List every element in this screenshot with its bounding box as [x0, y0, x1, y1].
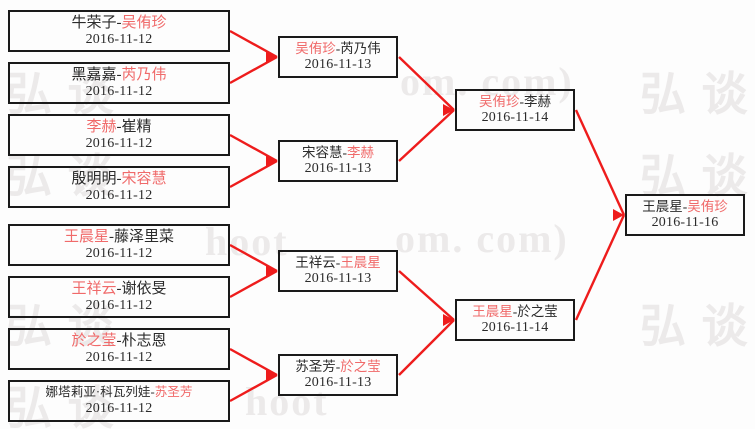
match-players: 殷明明-宋容慧: [71, 171, 166, 187]
player-right: 朴志恩: [121, 332, 167, 349]
match-players: 吴侑珍-李赫: [479, 93, 551, 110]
player-separator: -: [116, 118, 122, 135]
player-right-winner: 宋容慧: [121, 170, 167, 187]
player-right-winner: 王晨星: [340, 254, 381, 270]
player-right: 崔精: [121, 118, 152, 135]
player-left-winner: 吴侑珍: [295, 40, 336, 56]
player-right-winner: 苏圣芳: [154, 385, 193, 400]
match-players: 王晨星-於之莹: [472, 303, 558, 320]
player-right-winner: 李赫: [347, 144, 374, 160]
match-players: 娜塔莉亚·科瓦列娃-苏圣芳: [45, 385, 193, 400]
match-date: 2016-11-13: [304, 57, 372, 73]
player-left-winner: 吴侑珍: [479, 93, 520, 109]
match-box-r1m3[interactable]: 李赫-崔精 2016-11-12: [8, 114, 230, 156]
player-right: 芮乃伟: [340, 40, 381, 56]
match-date: 2016-11-12: [85, 350, 153, 366]
match-box-r3m2[interactable]: 王晨星-於之莹 2016-11-14: [455, 299, 575, 341]
match-date: 2016-11-12: [85, 246, 153, 262]
match-date: 2016-11-12: [85, 188, 153, 204]
match-box-r1m1[interactable]: 牛荣子-吴侑珍 2016-11-12: [8, 10, 230, 52]
match-date: 2016-11-13: [304, 161, 372, 177]
player-separator: -: [116, 14, 122, 31]
match-players: 於之莹-朴志恩: [71, 333, 166, 349]
match-date: 2016-11-12: [85, 32, 153, 48]
player-left: 王晨星: [642, 198, 683, 214]
player-separator: -: [682, 198, 688, 214]
match-box-r1m5[interactable]: 王晨星-藤泽里菜 2016-11-12: [8, 224, 230, 266]
match-players: 牛荣子-吴侑珍: [71, 15, 166, 31]
match-players: 吴侑珍-芮乃伟: [295, 40, 381, 57]
player-separator: -: [335, 358, 341, 374]
player-left: 王祥云: [295, 254, 336, 270]
match-box-r1m4[interactable]: 殷明明-宋容慧 2016-11-12: [8, 166, 230, 208]
match-date: 2016-11-14: [481, 320, 549, 336]
player-left: 牛荣子: [71, 14, 117, 31]
match-players: 宋容慧-李赫: [302, 144, 374, 161]
match-box-final[interactable]: 王晨星-吴侑珍 2016-11-16: [625, 194, 745, 236]
match-box-r3m1[interactable]: 吴侑珍-李赫 2016-11-14: [455, 89, 575, 131]
match-date: 2016-11-12: [85, 298, 153, 314]
match-date: 2016-11-12: [85, 136, 153, 152]
player-separator: -: [116, 66, 122, 83]
match-players: 苏圣芳-於之莹: [295, 358, 381, 375]
player-separator: -: [342, 144, 348, 160]
player-left: 殷明明: [71, 170, 117, 187]
player-left-winner: 王晨星: [63, 228, 109, 245]
player-separator: -: [150, 385, 155, 400]
match-players: 王晨星-吴侑珍: [642, 198, 728, 215]
player-right: 藤泽里菜: [114, 228, 175, 245]
match-players: 王晨星-藤泽里菜: [64, 229, 174, 245]
player-left-winner: 王晨星: [472, 303, 513, 319]
player-right: 李赫: [524, 93, 551, 109]
match-box-r2m4[interactable]: 苏圣芳-於之莹 2016-11-13: [278, 354, 398, 396]
player-left: 苏圣芳: [295, 358, 336, 374]
match-players: 李赫-崔精: [86, 119, 151, 135]
match-box-r2m2[interactable]: 宋容慧-李赫 2016-11-13: [278, 140, 398, 182]
player-separator: -: [116, 280, 122, 297]
match-date: 2016-11-12: [85, 84, 153, 100]
match-box-r1m7[interactable]: 於之莹-朴志恩 2016-11-12: [8, 328, 230, 370]
player-right-winner: 於之莹: [340, 358, 381, 374]
player-left-winner: 於之莹: [71, 332, 117, 349]
player-separator: -: [116, 332, 122, 349]
match-players: 黑嘉嘉-芮乃伟: [71, 67, 166, 83]
match-date: 2016-11-13: [304, 375, 372, 391]
match-box-r1m8[interactable]: 娜塔莉亚·科瓦列娃-苏圣芳 2016-11-12: [8, 380, 230, 422]
player-left: 娜塔莉亚·科瓦列娃: [45, 385, 151, 400]
player-right-winner: 吴侑珍: [121, 14, 167, 31]
player-right: 谢依旻: [121, 280, 167, 297]
player-separator: -: [335, 40, 341, 56]
player-left-winner: 王祥云: [71, 280, 117, 297]
match-players: 王祥云-王晨星: [295, 254, 381, 271]
match-players: 王祥云-谢依旻: [71, 281, 166, 297]
player-right: 於之莹: [517, 303, 558, 319]
match-box-r1m2[interactable]: 黑嘉嘉-芮乃伟 2016-11-12: [8, 62, 230, 104]
match-date: 2016-11-13: [304, 271, 372, 287]
match-box-r1m6[interactable]: 王祥云-谢依旻 2016-11-12: [8, 276, 230, 318]
match-date: 2016-11-12: [85, 400, 153, 416]
player-separator: -: [512, 303, 518, 319]
match-date: 2016-11-16: [651, 215, 719, 231]
player-left: 宋容慧: [302, 144, 343, 160]
player-right-winner: 吴侑珍: [687, 198, 728, 214]
player-left-winner: 李赫: [86, 118, 117, 135]
player-separator: -: [116, 170, 122, 187]
player-separator: -: [109, 228, 114, 245]
player-separator: -: [519, 93, 525, 109]
match-box-r2m3[interactable]: 王祥云-王晨星 2016-11-13: [278, 250, 398, 292]
match-box-r2m1[interactable]: 吴侑珍-芮乃伟 2016-11-13: [278, 36, 398, 78]
player-left: 黑嘉嘉: [71, 66, 117, 83]
match-date: 2016-11-14: [481, 110, 549, 126]
player-separator: -: [335, 254, 341, 270]
player-right-winner: 芮乃伟: [121, 66, 167, 83]
